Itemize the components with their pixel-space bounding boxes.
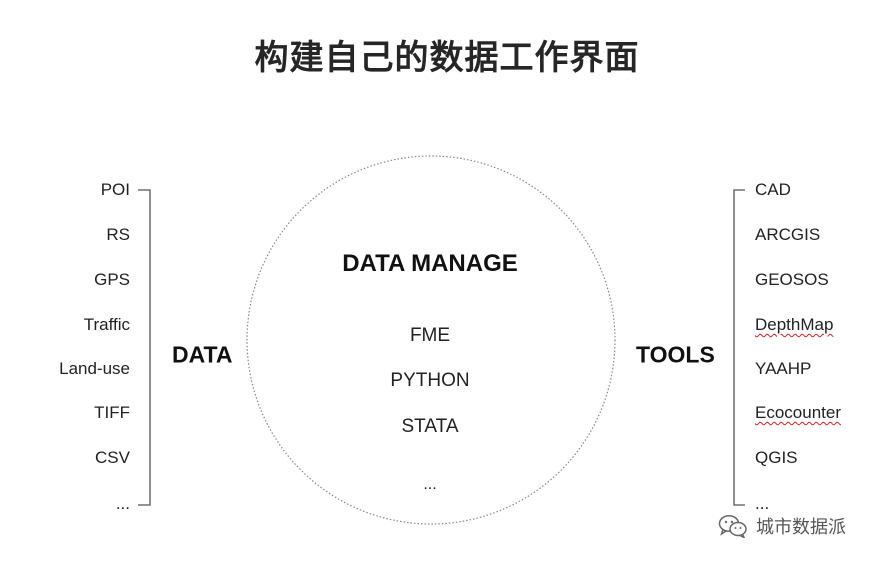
tools-item: CAD [755, 180, 791, 199]
page-title: 构建自己的数据工作界面 [254, 38, 640, 78]
tools-group-label: TOOLS [636, 341, 715, 368]
center-item: PYTHON [390, 370, 470, 391]
tools-item: YAAHP [755, 359, 812, 378]
data-item: Traffic [83, 315, 130, 334]
tools-item: QGIS [755, 448, 798, 467]
watermark-text: 城市数据派 [756, 517, 846, 538]
data-item: TIFF [94, 403, 130, 422]
data-item: CSV [95, 448, 130, 467]
data-bracket [138, 189, 151, 506]
tools-item: GEOSOS [755, 270, 829, 289]
tools-item: Ecocounter [755, 403, 841, 422]
data-item: GPS [94, 270, 130, 289]
data-item: RS [106, 225, 130, 244]
watermark: 城市数据派 [718, 512, 846, 540]
wechat-icon [718, 514, 747, 538]
center-item: STATA [401, 416, 459, 437]
data-group-label: DATA [172, 341, 233, 368]
tools-item: ... [755, 494, 770, 513]
tools-item: DepthMap [755, 315, 834, 334]
tools-bracket [733, 189, 745, 506]
data-manage-circle [246, 155, 616, 525]
data-item: POI [100, 180, 130, 199]
data-item: Land-use [59, 359, 130, 378]
data-manage-heading: DATA MANAGE [342, 250, 518, 277]
center-item: ... [423, 476, 437, 493]
center-item: FME [409, 325, 451, 346]
tools-item: ARCGIS [755, 225, 821, 244]
data-item: ... [115, 494, 130, 513]
